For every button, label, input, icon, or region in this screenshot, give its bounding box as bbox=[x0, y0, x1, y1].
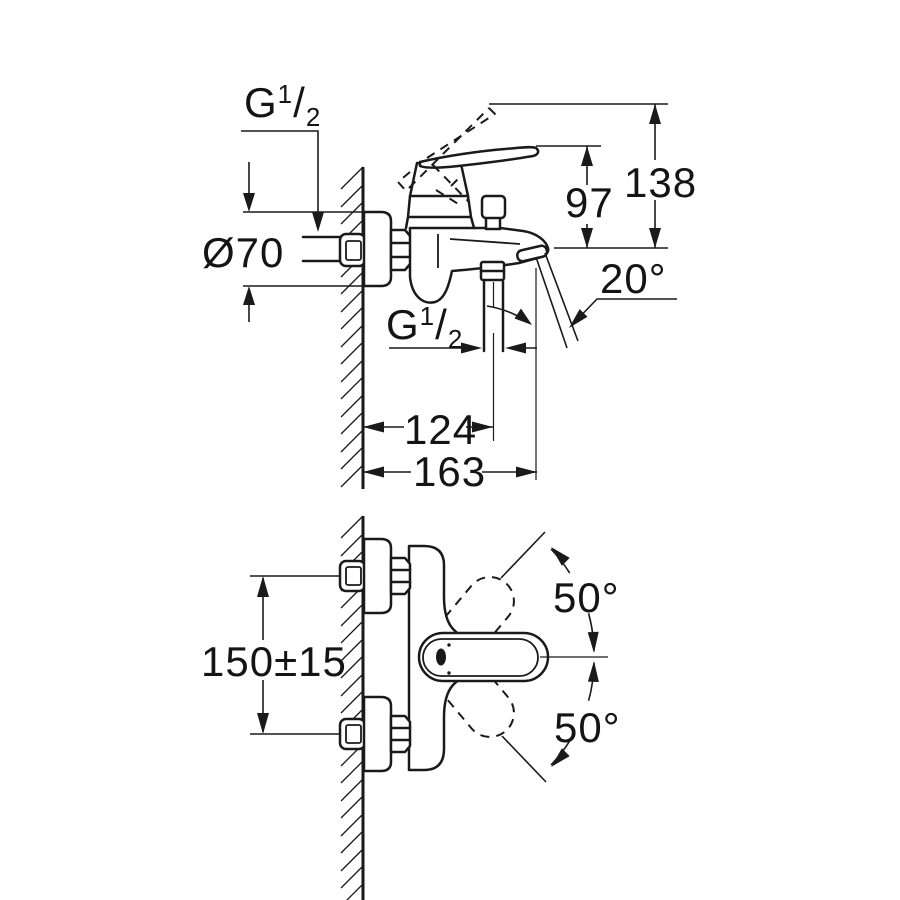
faucet-body-side bbox=[408, 226, 550, 304]
lever-handle bbox=[404, 145, 540, 230]
dim-138: 138 bbox=[489, 103, 697, 249]
dim-g-half-wall: G1/2 bbox=[241, 79, 324, 232]
thread-label-wall: G1/2 bbox=[244, 79, 321, 132]
dim-124: 124 bbox=[363, 406, 493, 453]
dim-124-label: 124 bbox=[404, 406, 477, 453]
dim-70-label: Ø70 bbox=[202, 229, 284, 276]
side-view: G1/2 Ø70 97 138 bbox=[202, 79, 697, 495]
escutcheon-front-bottom bbox=[362, 695, 393, 773]
dim-150-label: 150±15 bbox=[201, 638, 347, 685]
diverter-knob bbox=[480, 194, 507, 231]
lever-handle-phantom bbox=[397, 107, 497, 208]
dim-50-up: 50° bbox=[500, 531, 620, 653]
dim-20deg: 20° bbox=[569, 255, 677, 328]
dim-150: 150±15 bbox=[201, 575, 347, 735]
escutcheon-side bbox=[362, 210, 393, 288]
body-internal-line bbox=[437, 234, 521, 268]
shower-hose-outlet bbox=[479, 260, 506, 441]
stream-direction-lines bbox=[486, 252, 579, 349]
dim-163: 163 bbox=[363, 268, 537, 495]
union-nut-front-bottom bbox=[389, 714, 412, 754]
front-view: 50° 50° 150±15 bbox=[201, 515, 621, 900]
top-connection bbox=[338, 537, 412, 615]
temperature-indicator bbox=[436, 648, 446, 666]
dim-97: 97 bbox=[536, 145, 614, 248]
wall-hatch-side bbox=[340, 166, 364, 488]
dim-50-down: 50° bbox=[501, 661, 621, 783]
dim-138-label: 138 bbox=[624, 159, 697, 206]
ray-50-up bbox=[500, 531, 546, 579]
bottom-connection bbox=[338, 695, 412, 773]
dim-163-label: 163 bbox=[413, 448, 486, 495]
thread-label-hose: G1/2 bbox=[386, 301, 463, 354]
dim-20-label: 20° bbox=[600, 255, 667, 302]
union-nut-front-top bbox=[389, 556, 412, 596]
dim-g-half-hose: G1/2 bbox=[386, 301, 537, 354]
dim-97-label: 97 bbox=[565, 179, 614, 226]
aerator bbox=[516, 244, 549, 263]
union-nut-side bbox=[389, 228, 413, 272]
dim-50-down-label: 50° bbox=[554, 704, 621, 751]
dim-diameter-70: Ø70 bbox=[202, 162, 364, 322]
escutcheon-front-top bbox=[362, 537, 393, 615]
ray-50-down bbox=[501, 735, 547, 783]
dim-50-up-label: 50° bbox=[553, 574, 620, 621]
handle-front bbox=[417, 631, 550, 683]
